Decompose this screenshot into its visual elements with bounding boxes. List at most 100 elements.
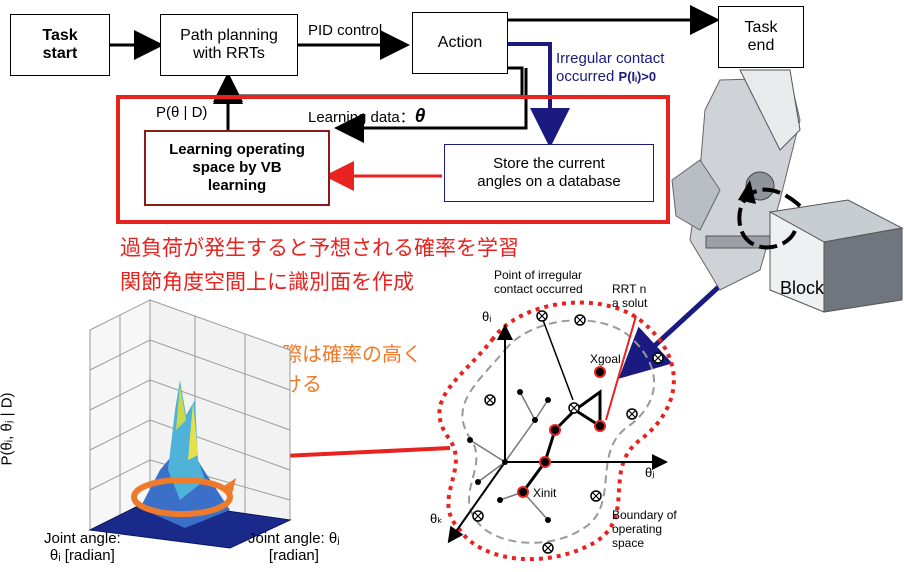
theta-i-label: θᵢ xyxy=(482,309,492,324)
contact-x-4 xyxy=(654,354,662,362)
tree-branch-5 xyxy=(534,399,549,421)
path-node-goal xyxy=(594,366,606,378)
node-1 xyxy=(502,459,508,465)
boundary-line2: operating xyxy=(612,522,663,536)
plot-peak-top xyxy=(176,385,186,430)
plot-avoid-arrowhead xyxy=(224,478,236,494)
irregular-pointer xyxy=(539,311,574,401)
tree-branch-2 xyxy=(477,461,506,483)
arrow-learning-data xyxy=(334,68,528,143)
japanese-line1: 過負荷が発生すると予想される確率を学習 xyxy=(120,236,519,260)
rrt-note-label: RRT n a solut xyxy=(612,282,647,310)
point-irregular-label: Point of irregular contact occurred xyxy=(494,268,583,296)
store-angles-box: Store the current angles on a database xyxy=(444,144,654,202)
contact-x-2 xyxy=(538,312,546,320)
axis-theta-k xyxy=(447,461,506,544)
task-start-line1: Task xyxy=(42,27,78,44)
contact-x-5 xyxy=(628,410,636,418)
node-6 xyxy=(545,397,551,403)
learning-operating-box: Learning operating space by VB learning xyxy=(144,130,330,206)
robot-left-plate xyxy=(671,159,721,231)
plot-peak xyxy=(168,380,205,500)
arrow-irregular-to-store xyxy=(508,42,570,148)
store-line2: angles on a database xyxy=(477,173,621,190)
irregular-line2: occurred xyxy=(556,68,615,85)
robot-frame xyxy=(739,69,801,151)
block-side xyxy=(823,227,903,313)
learning-loop-frame xyxy=(116,95,670,224)
irregular-prob: P(Iᵢ)>0 xyxy=(618,69,657,84)
tree-branch-6 xyxy=(522,491,549,521)
path-node-init xyxy=(517,486,529,498)
contact-x-6 xyxy=(486,396,494,404)
boundary-label: Boundary of operating space xyxy=(612,508,677,550)
learning-line2: space by VB xyxy=(192,159,282,176)
point-irregular-line1: Point of irregular xyxy=(494,268,583,282)
plot-grid-2 xyxy=(89,379,291,431)
contact-x-3 xyxy=(576,316,584,324)
boundary-line1: Boundary of xyxy=(612,508,677,522)
learning-data-text: Learning data： xyxy=(308,109,415,126)
node-8 xyxy=(497,497,503,503)
node-5 xyxy=(517,389,523,395)
irregular-contact-label: Irregular contact occurred P(Iᵢ)>0 xyxy=(556,50,664,86)
plot-xlabel2-line2: [radian] xyxy=(268,547,319,564)
task-start-line2: start xyxy=(42,45,78,62)
rrt-pointer xyxy=(605,315,637,421)
pid-control-label: PID control xyxy=(308,22,383,39)
xinit-label: Xinit xyxy=(533,486,557,500)
boundary-line3: space xyxy=(612,536,645,550)
action-label: Action xyxy=(437,34,483,51)
plot-peak-high xyxy=(188,402,198,460)
path-node-1 xyxy=(539,456,551,468)
theta-j-label: θⱼ xyxy=(645,465,655,480)
tree-branch-1 xyxy=(469,439,506,463)
plot-xlabel2-line1: Joint angle: θⱼ xyxy=(248,530,340,547)
node-7 xyxy=(545,517,551,523)
plot-grid-1 xyxy=(89,339,291,391)
path-planning-line2: with RRTs xyxy=(193,45,265,62)
plot-grid-3 xyxy=(89,419,291,471)
japanese-line2: 関節角度空間上に識別面を作成 xyxy=(120,270,414,294)
plot-xlabel2: Joint angle: θⱼ [radian] xyxy=(248,530,340,564)
path-node-3 xyxy=(594,420,606,432)
contact-x-8 xyxy=(544,544,552,552)
rotation-arrowhead xyxy=(738,180,756,204)
plot-grid-4 xyxy=(89,459,291,501)
learning-line3: learning xyxy=(207,177,267,194)
learning-data-label: Learning data：θ xyxy=(308,106,425,128)
plot-xlabel1-line2: θᵢ [radian] xyxy=(49,547,115,564)
theta-k-label: θₖ xyxy=(430,511,443,526)
rotation-arrow xyxy=(737,187,802,250)
contact-x-1 xyxy=(570,404,578,412)
irregular-line1: Irregular contact xyxy=(556,50,665,67)
node-3 xyxy=(475,479,481,485)
rrt-note-line1: RRT n xyxy=(612,282,647,296)
tree-branch-4 xyxy=(519,391,536,421)
path-node-2 xyxy=(549,424,561,436)
block-label: Block xyxy=(780,278,825,298)
node-4 xyxy=(532,417,538,423)
contact-x-9 xyxy=(474,512,482,520)
contact-x-7 xyxy=(592,492,600,500)
node-2 xyxy=(467,437,473,443)
tree-branch-3 xyxy=(504,419,536,463)
block-front xyxy=(769,211,825,313)
learning-data-theta: θ xyxy=(414,106,426,127)
plot-avoid-ring xyxy=(131,477,233,517)
task-end-line1: Task xyxy=(744,19,778,36)
point-irregular-line2: contact occurred xyxy=(494,282,583,296)
rrt-note-line2: a solut xyxy=(612,296,648,310)
store-line1: Store the current xyxy=(493,155,605,172)
plot-xlabel1: Joint angle: θᵢ [radian] xyxy=(44,530,121,564)
prob-theta-label: P(θ | D) xyxy=(156,104,208,121)
xgoal-label: Xgoal xyxy=(590,352,621,366)
plot-xlabel1-line1: Joint angle: xyxy=(44,530,121,547)
path-planning-line1: Path planning xyxy=(180,27,278,44)
